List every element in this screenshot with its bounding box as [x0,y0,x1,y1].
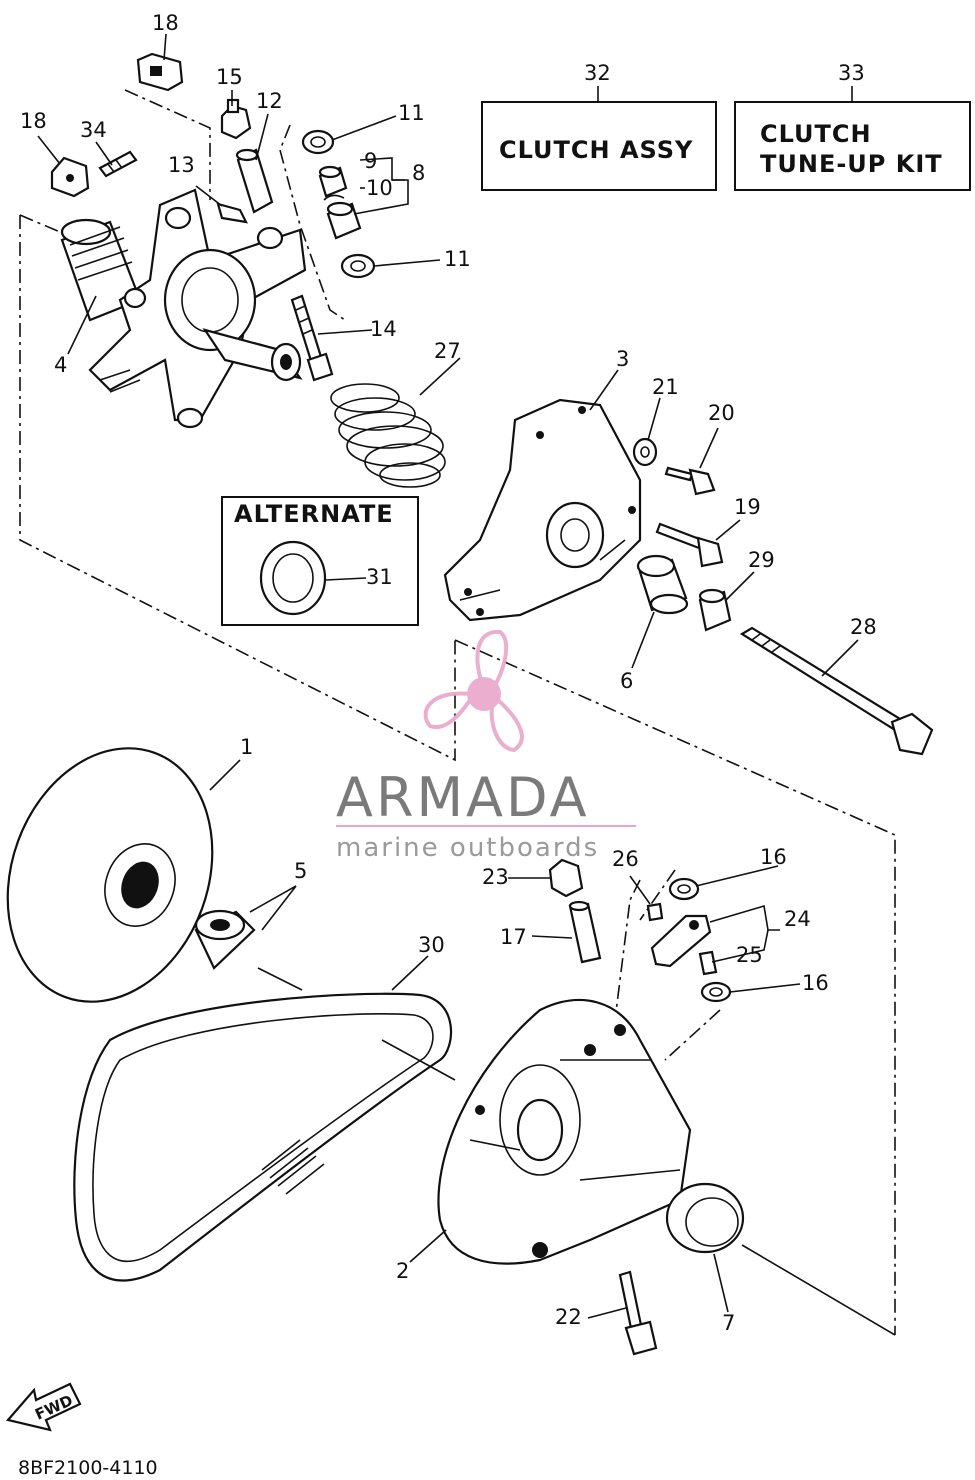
callout-17: 17 [500,925,527,949]
part-2-movable-sheave [437,998,692,1265]
tune-up-label-line2: TUNE-UP KIT [760,150,943,178]
part-11-washer-top [301,129,335,155]
callout-13: 13 [168,153,195,177]
callout-20: 20 [708,401,735,425]
callout-7: 7 [722,1311,735,1335]
part-18-clip-top [136,52,184,92]
part-31-ring [259,540,327,616]
callout-29: 29 [748,548,775,572]
callout-30: 30 [418,933,445,957]
callout-1: 1 [240,735,253,759]
part-30-belt [73,992,453,1282]
part-17-sleeve [568,900,602,964]
part-26-screw [646,902,664,922]
callout-8: 8 [412,161,425,185]
part-16-washer-bottom [700,981,732,1003]
callout-10: 10 [366,176,393,200]
callout-28: 28 [850,615,877,639]
armada-watermark: ARMADA marine outboards [336,629,636,863]
callout-16-top: 16 [760,845,787,869]
callout-26: 26 [612,847,639,871]
alternate-label: ALTERNATE [234,500,394,528]
callout-24: 24 [784,907,811,931]
part-15-nut [220,98,252,140]
part-13-pin [216,202,248,224]
callout-32: 32 [584,61,611,85]
part-16-washer-top [668,877,700,901]
callout-2: 2 [396,1259,409,1283]
callout-22: 22 [555,1305,582,1329]
callout-numbers: 18 18 34 15 12 13 11 9 10 8 11 4 14 27 3… [20,11,877,1335]
callout-31: 31 [366,565,393,589]
assembly-outline-upper [19,89,896,1335]
part-14-bolt [290,294,334,382]
part-28-long-bolt [739,626,934,756]
callout-34: 34 [80,118,107,142]
part-29-collar [698,588,732,632]
part-11-washer-bottom [340,253,376,279]
alternate-box: ALTERNATE [221,496,419,626]
callout-18-left: 18 [20,109,47,133]
propeller-logo-icon [423,629,524,753]
part-10-roller [323,194,362,240]
watermark-brand: ARMADA [336,766,590,829]
leader-lines [37,33,896,1336]
part-21-washer [632,437,658,467]
callout-19: 19 [734,495,761,519]
callout-33: 33 [838,61,865,85]
part-23-cap [548,858,584,898]
clutch-assy-box: CLUTCH ASSY [481,101,717,191]
part-18-clip-left [50,156,90,198]
fwd-arrow-icon: FWD [5,1382,82,1432]
callout-12: 12 [256,89,283,113]
part-12-sleeve [235,148,274,214]
part-27-spring [330,383,446,488]
part-4-shaft-assembly [60,188,307,429]
diagram-code: 8BF2100-4110 [18,1457,158,1479]
part-24-arm [650,914,712,968]
watermark-tagline: marine outboards [336,833,599,863]
callout-11-bottom: 11 [444,247,471,271]
part-5-bushing [194,909,256,970]
callout-5: 5 [294,859,307,883]
part-7-roller [665,1182,745,1254]
callout-25: 25 [736,943,763,967]
callout-4: 4 [54,353,67,377]
part-3-cover [443,398,642,622]
tune-up-label-line1: CLUTCH [760,120,872,148]
callout-15: 15 [216,65,243,89]
part-20-bolt [664,466,716,496]
part-9-roller [318,165,348,198]
callout-16-bottom: 16 [802,971,829,995]
part-25-pin [698,950,718,976]
callout-3: 3 [616,347,629,371]
callout-6: 6 [620,669,633,693]
part-6-roller [636,554,689,615]
part-22-bolt [618,1270,658,1356]
callout-11-top: 11 [398,101,425,125]
callout-23: 23 [482,865,509,889]
part-1-fixed-sheave [6,747,214,1003]
callout-21: 21 [652,375,679,399]
clutch-tune-up-kit-box: CLUTCH TUNE-UP KIT [734,101,971,191]
callout-14: 14 [370,317,397,341]
part-19-bolt [655,522,724,568]
callout-9: 9 [364,149,377,173]
part-34-pin [98,150,138,178]
callout-18-top: 18 [152,11,179,35]
callout-27: 27 [434,339,461,363]
clutch-assy-label: CLUTCH ASSY [499,136,693,164]
